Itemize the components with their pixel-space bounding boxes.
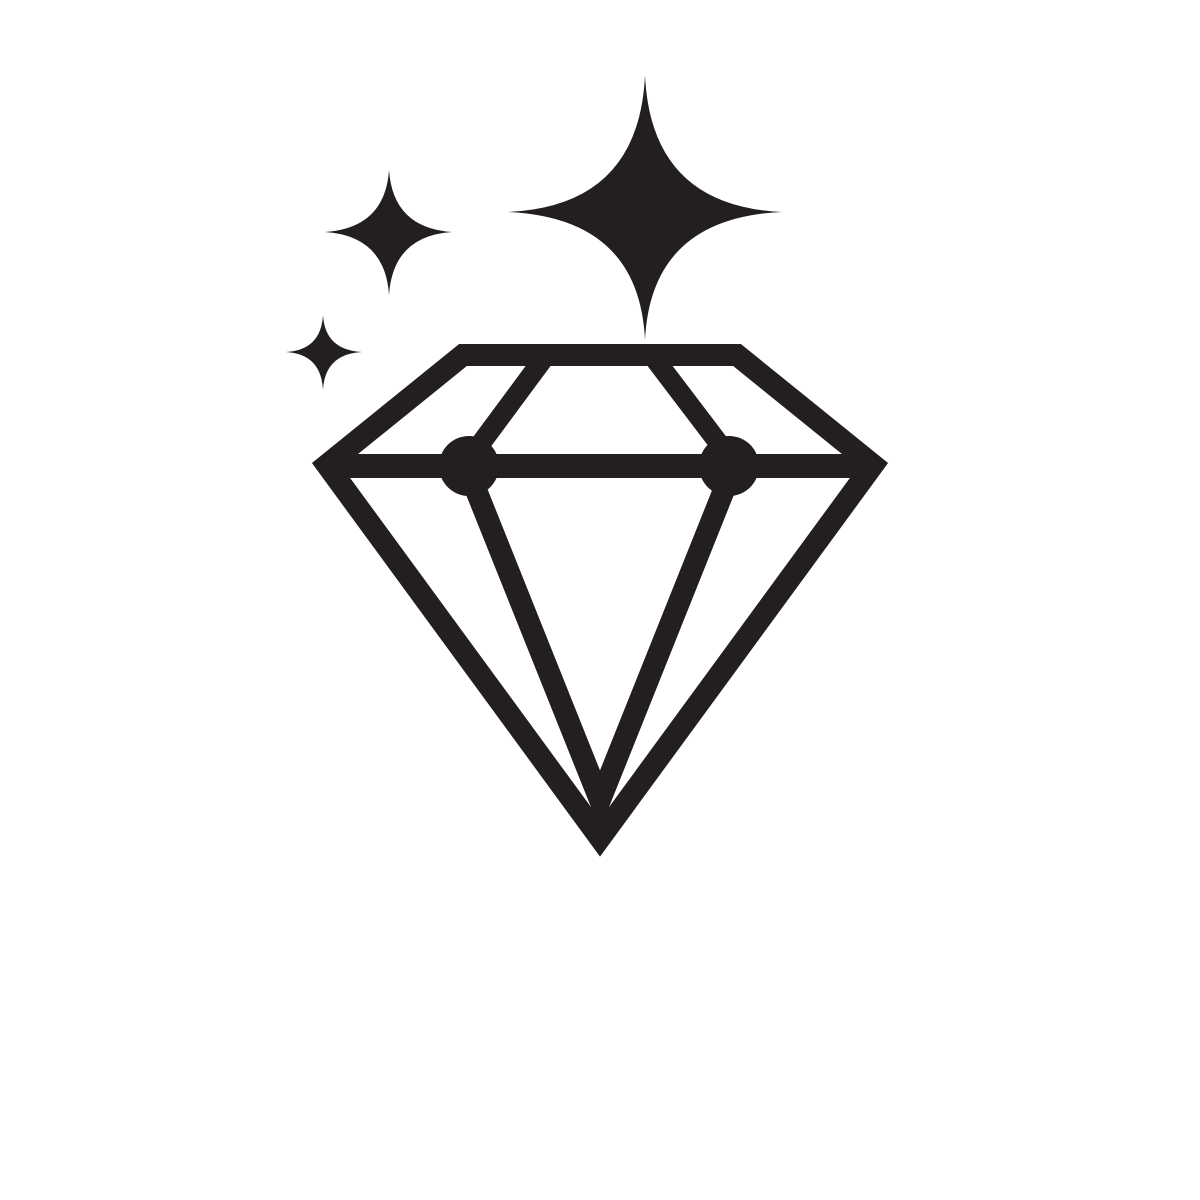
diamond-outline — [311, 344, 889, 857]
diamond-icon — [311, 344, 889, 857]
sparkle-large-icon — [508, 75, 782, 340]
diamond-node-left — [439, 436, 499, 496]
diamond-lower-facets — [459, 470, 741, 830]
sparkle-small-icon — [286, 315, 362, 390]
diamond-node-right — [699, 436, 759, 496]
sparkle-medium-icon — [325, 170, 452, 295]
